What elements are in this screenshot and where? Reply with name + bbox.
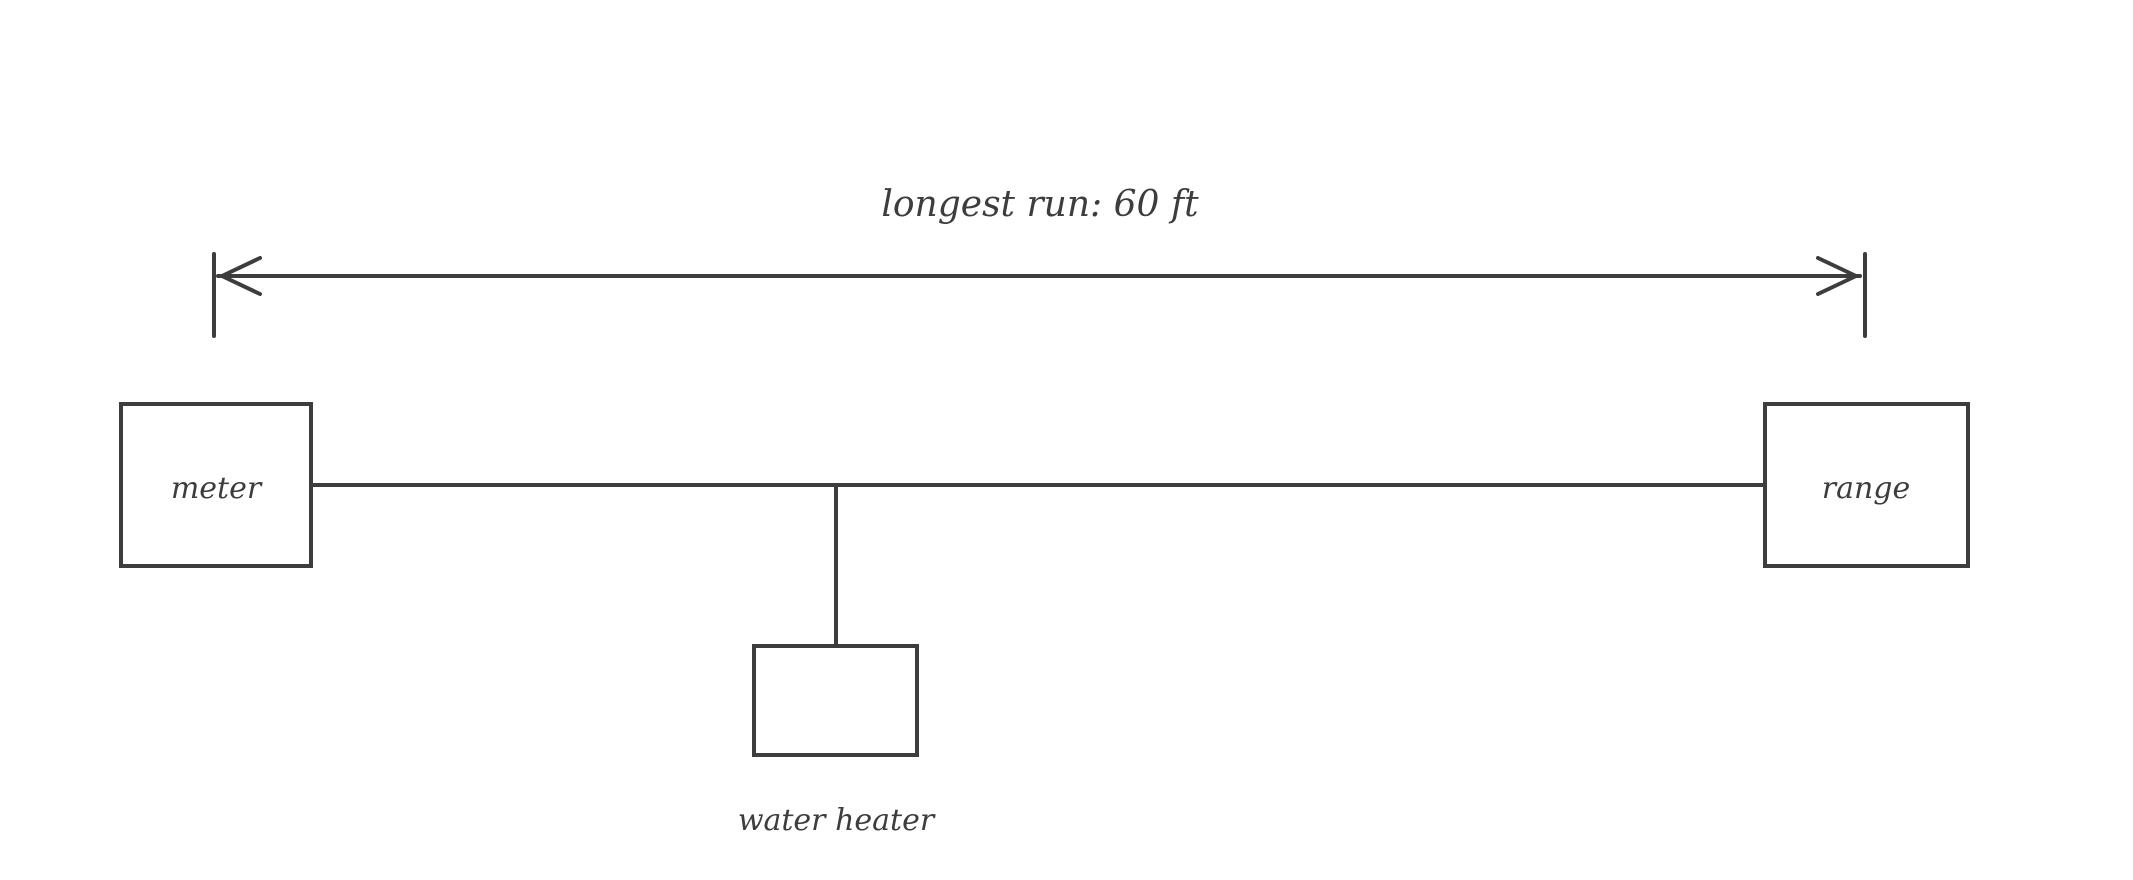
meter-box xyxy=(119,402,313,568)
meter-label: meter xyxy=(171,471,263,506)
arrowhead-left-icon xyxy=(220,256,262,296)
range-box xyxy=(1763,402,1970,568)
water-heater-label: water heater xyxy=(738,803,936,838)
range-node: range xyxy=(1763,402,1970,568)
water-heater-node: water heater xyxy=(738,644,936,838)
meter-node: meter xyxy=(119,402,313,568)
dimension-indicator: longest run: 60 ft xyxy=(212,184,1867,338)
arrowhead-right-icon xyxy=(1816,256,1858,296)
range-label: range xyxy=(1822,471,1911,506)
dimension-label: longest run: 60 ft xyxy=(881,184,1199,225)
water-heater-box xyxy=(752,644,919,757)
